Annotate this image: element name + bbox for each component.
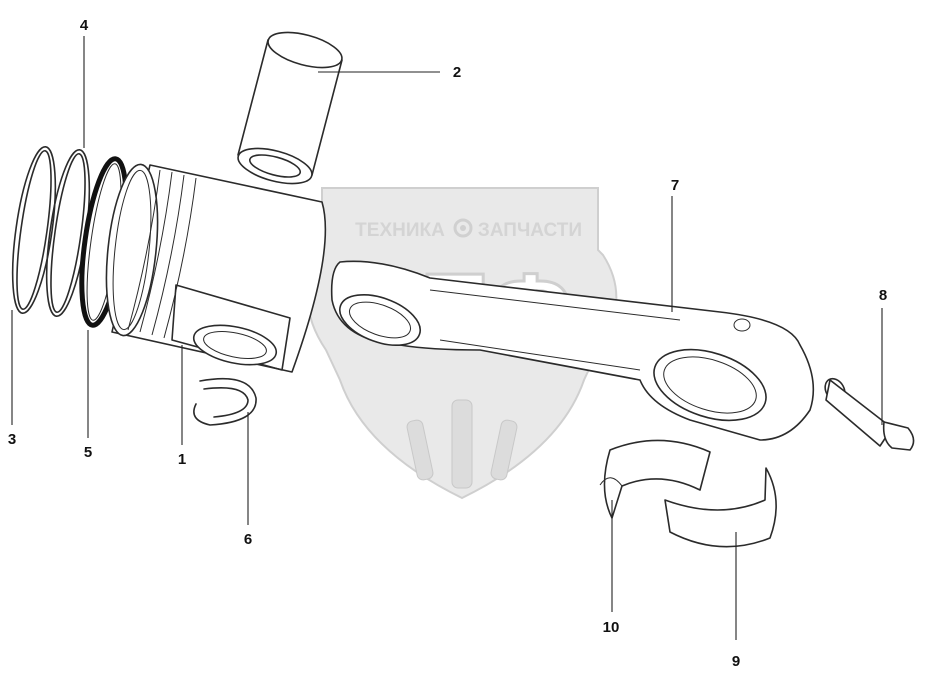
label-6: 6 [244, 531, 252, 548]
label-4: 4 [80, 17, 89, 34]
label-7: 7 [671, 177, 679, 194]
part-labels: 4 2 3 5 1 6 7 8 10 9 [8, 17, 887, 670]
bearing-shell-9 [664, 467, 777, 548]
label-1: 1 [178, 451, 186, 468]
label-2: 2 [453, 64, 461, 81]
gear-icon [453, 218, 473, 238]
label-3: 3 [8, 431, 16, 448]
piston-pin-2 [237, 31, 343, 185]
piston-ring-3 [11, 145, 57, 315]
label-5: 5 [84, 444, 92, 461]
piston-1 [105, 163, 327, 373]
watermark-text-right: ЗАПЧАСТИ [478, 220, 582, 241]
bolt-8 [824, 377, 915, 451]
label-9: 9 [732, 653, 740, 670]
bearing-shell-10 [599, 439, 711, 519]
label-10: 10 [603, 619, 620, 636]
connecting-rod-7 [330, 260, 815, 441]
wheat-icon [406, 399, 518, 489]
leader-lines [11, 36, 883, 640]
circlip-6 [193, 377, 257, 426]
label-8: 8 [879, 287, 887, 304]
watermark-text-left: ТЕХНИКА [355, 220, 445, 241]
